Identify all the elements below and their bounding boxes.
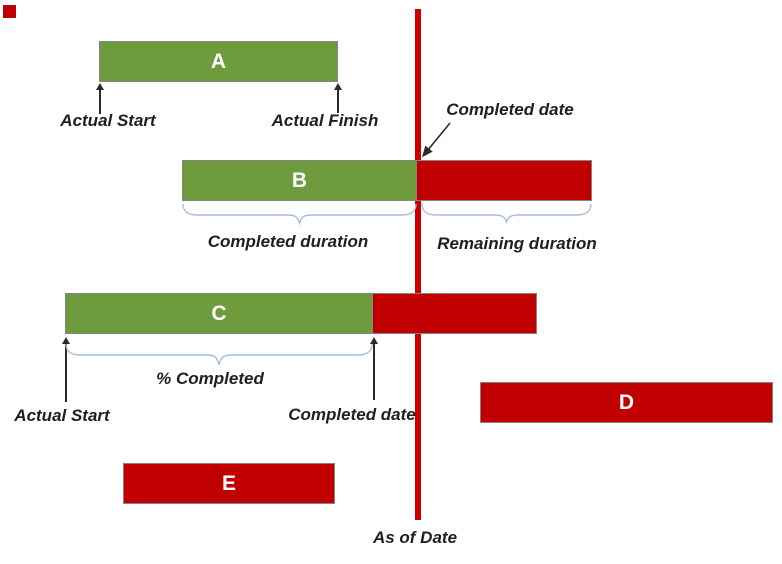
as-of-date-line <box>415 9 421 520</box>
bar-e-label: E <box>221 472 236 495</box>
red-square-marker <box>3 5 16 18</box>
completed-date-c-label: Completed date <box>288 405 416 424</box>
bar-e: E <box>123 463 335 504</box>
actual-start-label: Actual Start <box>60 111 156 130</box>
completed-duration-label: Completed duration <box>207 232 369 251</box>
arrowhead-icon <box>369 337 378 344</box>
bar-c-remaining-segment <box>373 293 537 334</box>
bar-d-label: D <box>618 391 635 414</box>
arrowhead-icon <box>333 83 342 90</box>
remaining-duration-label: Remaining duration <box>437 234 597 253</box>
remaining-duration-brace-icon <box>421 203 592 224</box>
bar-b-label: B <box>291 169 308 192</box>
as-of-date-label: As of Date <box>372 528 458 547</box>
bar-c: C <box>65 293 537 334</box>
actual-start-arrow-icon <box>95 83 104 114</box>
completed-date-label: Completed date <box>446 100 574 119</box>
bar-a-completed-segment: A <box>99 41 338 82</box>
bar-a: A <box>99 41 338 82</box>
arrowhead-icon <box>95 83 104 90</box>
percent-completed-brace-icon <box>65 343 373 366</box>
bar-c-completed-segment: C <box>65 293 373 334</box>
bar-b: B <box>182 160 592 201</box>
actual-start-c-arrow-icon <box>61 337 70 402</box>
bar-b-completed-segment: B <box>182 160 417 201</box>
completed-duration-brace-icon <box>182 203 417 225</box>
bar-a-label: A <box>210 50 227 73</box>
arrowhead-icon <box>61 337 70 344</box>
bar-d-remaining-segment: D <box>480 382 773 423</box>
bar-c-label: C <box>211 302 227 325</box>
actual-start-c-label: Actual Start <box>14 406 110 425</box>
bar-b-remaining-segment <box>417 160 592 201</box>
percent-completed-label: % Completed <box>156 369 264 388</box>
actual-finish-arrow-icon <box>333 83 342 113</box>
completed-date-arrow-icon <box>421 122 451 158</box>
bar-d: D <box>480 382 773 423</box>
completed-date-c-arrow-icon <box>369 337 378 400</box>
actual-finish-label: Actual Finish <box>271 111 379 130</box>
bar-e-remaining-segment: E <box>123 463 335 504</box>
